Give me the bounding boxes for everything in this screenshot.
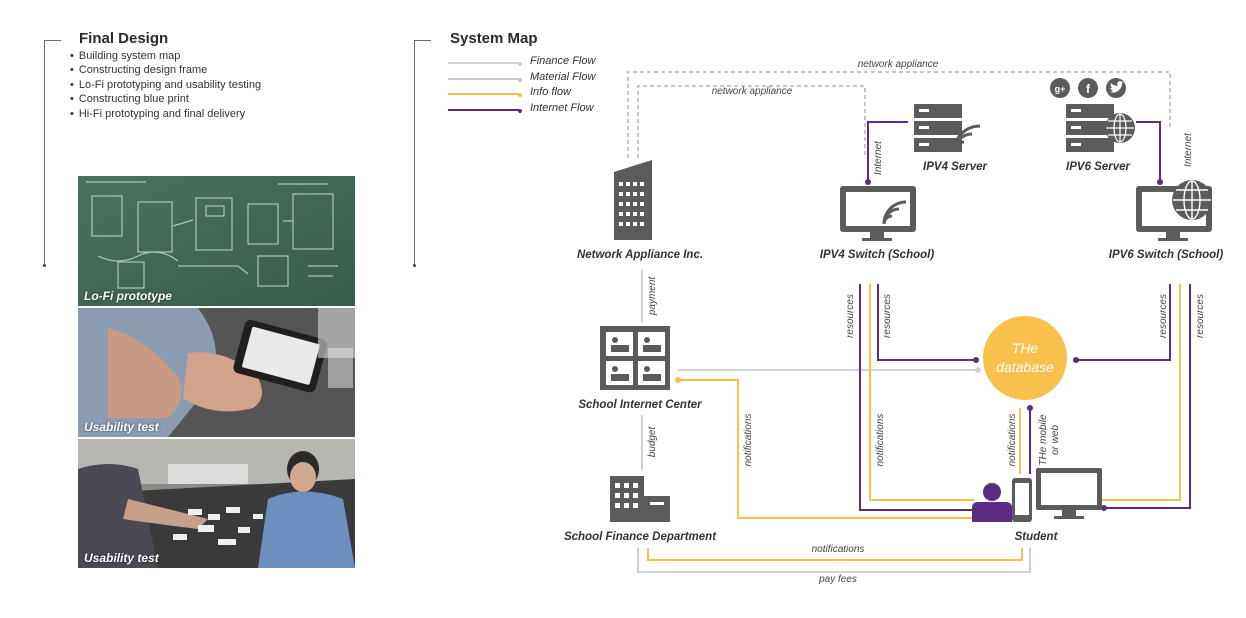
info-flow-ipv4 bbox=[869, 284, 974, 501]
node-ipv6-switch: IPV6 Switch (School) bbox=[1109, 249, 1224, 261]
internet-flow-ipv6 bbox=[1136, 121, 1161, 182]
server-icon bbox=[914, 104, 981, 153]
legend-item-material: Material Flow bbox=[448, 71, 608, 87]
legend-swatch bbox=[448, 93, 522, 98]
legend-swatch bbox=[448, 108, 522, 113]
usability-test-photo-2: Usability test bbox=[78, 439, 355, 568]
final-design-bracket bbox=[43, 40, 61, 267]
internet-flow-ipv4-student bbox=[859, 284, 974, 511]
server-globe-icon bbox=[1066, 104, 1135, 152]
node-finance-dept: School Finance Department bbox=[564, 531, 717, 543]
node-ipv6-server: IPV6 Server bbox=[1066, 161, 1130, 173]
node-internet-center: School Internet Center bbox=[578, 399, 702, 411]
info-endpoint bbox=[675, 377, 681, 383]
flow-label-pay-fees: pay fees bbox=[818, 574, 857, 585]
final-design-title: Final Design bbox=[79, 30, 169, 47]
material-flow-inner bbox=[637, 85, 866, 158]
legend: Finance Flow Material Flow Info flow Int… bbox=[448, 55, 608, 117]
flow-label-mobile-web-line1: THe mobile bbox=[1038, 414, 1049, 466]
step-item: Constructing blue print bbox=[70, 92, 261, 106]
flow-label-resources-ipv4-b: resources bbox=[882, 294, 893, 338]
material-flows bbox=[627, 71, 1171, 158]
building-icon bbox=[614, 160, 652, 240]
flow-label-internet-ipv6: Internet bbox=[1183, 132, 1194, 167]
material-flow-outer bbox=[627, 71, 1171, 158]
flow-label-resources-ipv6-b: resources bbox=[1195, 294, 1206, 338]
flow-label-internet-ipv4: Internet bbox=[873, 140, 884, 175]
step-item: Building system map bbox=[70, 49, 261, 63]
photo-caption: Lo-Fi prototype bbox=[84, 289, 172, 303]
flow-label-budget: budget bbox=[647, 425, 658, 457]
node-network-appliance: Network Appliance Inc. bbox=[577, 249, 703, 261]
flow-label-notifications-center: notifications bbox=[743, 414, 754, 467]
finance-endpoint bbox=[975, 367, 981, 373]
flow-label-resources-ipv6-a: resources bbox=[1158, 294, 1169, 338]
flow-label-notifications-ipv4: notifications bbox=[875, 414, 886, 467]
step-item: Lo-Fi prototyping and usability testing bbox=[70, 78, 261, 92]
flow-label-network-appliance-outer: network appliance bbox=[858, 59, 939, 70]
step-item: Constructing design frame bbox=[70, 63, 261, 77]
final-design-steps: Building system map Constructing design … bbox=[70, 49, 261, 121]
legend-item-finance: Finance Flow bbox=[448, 55, 608, 71]
legend-label: Finance Flow bbox=[530, 55, 596, 67]
finance-flows bbox=[637, 270, 1031, 573]
internet-flows bbox=[859, 121, 1191, 511]
internet-flow-ipv4-db bbox=[877, 284, 976, 361]
monitor-globe-icon bbox=[1136, 180, 1212, 241]
google-plus-icon bbox=[1050, 78, 1070, 98]
legend-item-info: Info flow bbox=[448, 86, 608, 102]
internet-flow-ipv6-student bbox=[1104, 284, 1191, 509]
system-map-bracket bbox=[413, 40, 431, 267]
info-flow-notifications-bottom bbox=[647, 548, 1023, 561]
step-item: Hi-Fi prototyping and final delivery bbox=[70, 107, 261, 121]
info-flows bbox=[647, 284, 1181, 561]
info-flow-notifications-center bbox=[678, 379, 974, 519]
chalkboard-image bbox=[78, 176, 355, 306]
node-ipv4-server: IPV4 Server bbox=[923, 161, 987, 173]
flow-label-notifications-db: notifications bbox=[1007, 414, 1018, 467]
internet-flow-ipv6-db bbox=[1076, 284, 1171, 361]
database-label-line2: database bbox=[996, 359, 1054, 375]
internet-center-icon bbox=[600, 326, 670, 390]
legend-item-internet: Internet Flow bbox=[448, 102, 608, 118]
internet-endpoints bbox=[865, 179, 1163, 511]
phone-test-image bbox=[78, 308, 355, 437]
facebook-icon bbox=[1078, 78, 1098, 98]
table-test-image bbox=[78, 439, 355, 568]
photo-caption: Usability test bbox=[84, 420, 159, 434]
info-flow-ipv6 bbox=[1100, 284, 1181, 501]
flow-label-notifications-bottom: notifications bbox=[812, 544, 865, 555]
finance-building-icon bbox=[610, 476, 670, 522]
flow-label-resources-ipv4-a: resources bbox=[845, 294, 856, 338]
legend-swatch bbox=[448, 62, 522, 66]
internet-flow-ipv4 bbox=[867, 121, 908, 182]
database-label-line1: THe bbox=[1012, 340, 1039, 356]
flow-label-mobile-web-line2: or web bbox=[1050, 425, 1061, 455]
node-ipv4-switch: IPV4 Switch (School) bbox=[820, 249, 935, 261]
usability-test-photo-1: Usability test bbox=[78, 308, 355, 437]
legend-label: Info flow bbox=[530, 86, 571, 99]
flow-label-payment: payment bbox=[647, 276, 658, 317]
google-plus-glyph: g+ bbox=[1055, 84, 1066, 94]
node-student: Student bbox=[1015, 531, 1059, 543]
database-circle bbox=[983, 316, 1067, 400]
student-devices-icon bbox=[972, 468, 1102, 522]
legend-label: Internet Flow bbox=[530, 101, 594, 114]
photo-caption: Usability test bbox=[84, 551, 159, 565]
monitor-wifi-icon bbox=[840, 186, 916, 241]
twitter-glyph bbox=[1110, 81, 1124, 93]
legend-swatch bbox=[448, 77, 522, 82]
facebook-glyph: f bbox=[1086, 82, 1091, 96]
finance-flow-pay-fees bbox=[637, 548, 1031, 573]
legend-label: Material Flow bbox=[530, 70, 596, 83]
system-map-title: System Map bbox=[450, 30, 538, 47]
lofi-prototype-photo: Lo-Fi prototype bbox=[78, 176, 355, 306]
flow-label-network-appliance-inner: network appliance bbox=[712, 86, 793, 97]
